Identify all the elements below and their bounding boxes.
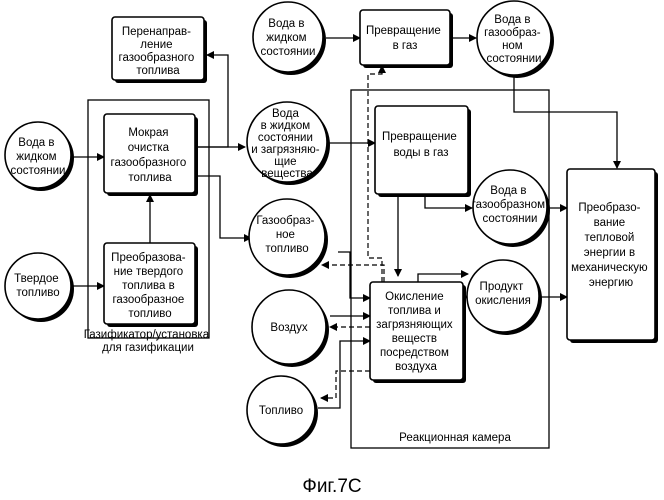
reaction-chamber-label: Реакционная камера — [399, 432, 511, 444]
node-oxidation-product: Продукт окисления — [467, 260, 542, 335]
node-gaseous-fuel: Газообраз- ное топливо — [249, 199, 328, 278]
node-conversion-to-gas: Превращение в газ — [360, 10, 453, 68]
node-water-gaseous-mid: Вода в газообразном состоянии — [472, 170, 550, 247]
node-water-liquid-left: Вода в жидком состоянии — [5, 122, 74, 191]
node-oxidation: Окисление топлива и загрязняющих веществ… — [370, 282, 466, 383]
svg-text:Топливо: Топливо — [259, 405, 303, 417]
node-water-gaseous-top: Вода в газообраз- ном состоянии — [477, 1, 554, 78]
node-solid-to-gas-conversion: Преобразова- ние твердого топлива в газо… — [104, 243, 198, 327]
node-air: Воздух — [252, 290, 329, 367]
node-solid-fuel: Твердое топливо — [5, 253, 74, 322]
dashed-oxidation-to-gaseous-fuel — [322, 265, 384, 282]
svg-text:Воздух: Воздух — [270, 322, 307, 334]
node-fuel: Топливо — [247, 376, 318, 447]
connector-fuel-to-oxidation — [318, 341, 370, 408]
figure-caption: Фиг.7С — [302, 476, 361, 497]
node-water-liquid-top: Вода в жидком состоянии — [253, 2, 326, 75]
dashed-oxidation-to-fuel — [321, 371, 370, 398]
connector-gaseous-fuel-to-oxidation — [338, 252, 370, 298]
svg-text:Вода в жидком сост: Вода в жидком состоянии — [261, 18, 316, 58]
node-water-with-pollutants: Вода в жидком состоянии и загрязняю- щие… — [247, 102, 330, 185]
node-gas-fuel-redirect: Перенаправ- ление газообразного топлива — [112, 17, 207, 83]
node-thermal-to-mechanical: Преобразо- вание тепловой энергии в меха… — [567, 169, 658, 343]
svg-text:Вода в жидком сост: Вода в жидком состоянии — [11, 137, 66, 177]
connector-scrubbing-to-gaseous-fuel — [196, 176, 251, 238]
node-water-to-gas-conversion: Превращение воды в газ — [375, 106, 471, 197]
gasifier-group-label: Газификатор/установка для газификации — [84, 329, 213, 354]
connector-oxidation-to-product — [418, 274, 468, 282]
node-wet-scrubbing: Мокрая очистка газообразного топлива — [104, 114, 198, 196]
